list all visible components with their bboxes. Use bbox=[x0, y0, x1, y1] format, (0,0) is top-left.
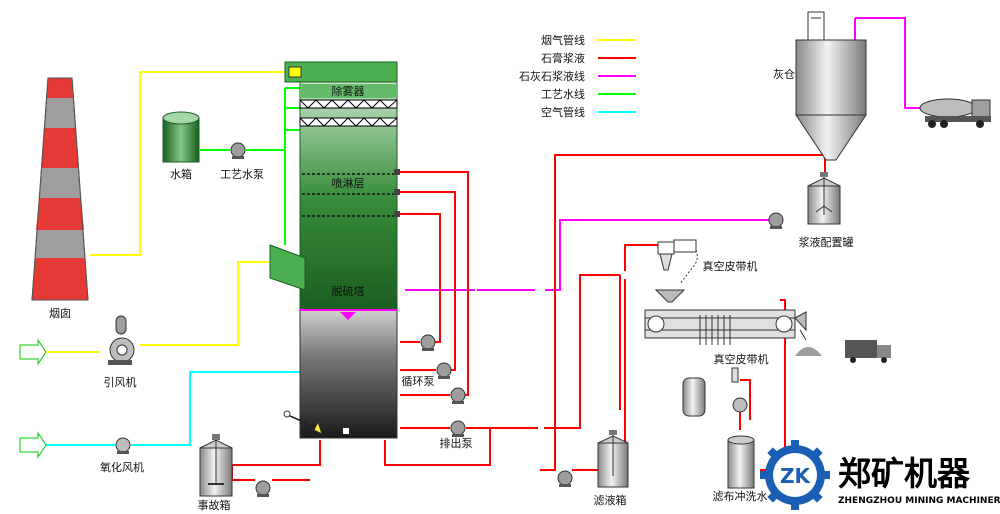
discharge-pump-label: 排出泵 bbox=[440, 436, 473, 450]
circulation-pumps: 循环泵 bbox=[402, 334, 466, 404]
slurry-prep-pump bbox=[768, 212, 784, 229]
brand-name-en: ZHENGZHOU MINING MACHINERY bbox=[838, 496, 1000, 506]
legend-item-flue: 烟气管线 bbox=[541, 33, 636, 47]
limestone-lines bbox=[405, 17, 930, 291]
gypsum-pile bbox=[795, 347, 822, 356]
circulation-pump-label: 循环泵 bbox=[402, 375, 435, 388]
brand-logo-icon: ZK bbox=[760, 440, 830, 510]
cloth-wash-tank: 滤布冲洗水 bbox=[713, 435, 768, 503]
tower-label: 脱硫塔 bbox=[332, 284, 365, 298]
legend: 烟气管线 石膏浆液 石灰石浆液线 工艺水线 空气管线 bbox=[519, 33, 636, 119]
process-water-pump: 工艺水泵 bbox=[220, 142, 264, 181]
brand-name-cn: 郑矿机器 bbox=[838, 454, 971, 493]
oxidation-fan-label: 氧化风机 bbox=[100, 460, 144, 474]
circulation-pump-3 bbox=[450, 387, 466, 404]
chimney-label: 烟囱 bbox=[49, 306, 71, 320]
legend-item-gypsum: 石膏浆液 bbox=[541, 51, 636, 65]
legend-item-water: 工艺水线 bbox=[541, 87, 636, 101]
vacuum-belt-filter: 真空皮带机 bbox=[644, 309, 807, 366]
legend-label-air: 空气管线 bbox=[541, 105, 585, 119]
vacuum-receiver bbox=[682, 367, 748, 417]
legend-label-water: 工艺水线 bbox=[541, 87, 585, 101]
desulfurization-tower: 除雾器 喷淋层 脱硫塔 bbox=[269, 61, 400, 439]
circulation-pump-2 bbox=[436, 362, 452, 379]
gypsum-truck bbox=[845, 340, 891, 363]
oxidation-fan: 氧化风机 bbox=[19, 431, 144, 474]
legend-label-gypsum: 石膏浆液 bbox=[541, 51, 585, 65]
legend-item-limestone: 石灰石浆液线 bbox=[519, 69, 636, 83]
lime-tanker-truck bbox=[919, 98, 991, 128]
cloth-wash-label: 滤布冲洗水 bbox=[713, 489, 768, 503]
demister-label: 除雾器 bbox=[332, 84, 365, 98]
feed-hopper bbox=[654, 289, 686, 303]
water-tank: 水箱 bbox=[162, 111, 200, 181]
hydrocyclone: 真空皮带机 bbox=[657, 239, 758, 285]
accident-tank-label: 事故箱 bbox=[198, 498, 231, 512]
vacuum-belt-top-label: 真空皮带机 bbox=[703, 259, 758, 273]
accident-tank-pump bbox=[255, 480, 271, 497]
induced-fan-label: 引风机 bbox=[104, 375, 137, 389]
filtrate-pump bbox=[557, 470, 573, 487]
spray-layers bbox=[302, 173, 396, 217]
circulation-pump-1 bbox=[420, 334, 436, 351]
legend-item-air: 空气管线 bbox=[541, 105, 636, 119]
spray-layer-label: 喷淋层 bbox=[332, 177, 365, 190]
sump-outlet bbox=[343, 428, 349, 434]
legend-label-flue: 烟气管线 bbox=[541, 33, 585, 47]
flue-outlet-damper bbox=[288, 66, 302, 78]
slurry-prep-tank-label: 浆液配置罐 bbox=[799, 235, 854, 249]
filtrate-tank-label: 滤液箱 bbox=[594, 493, 627, 507]
process-water-pump-label: 工艺水泵 bbox=[220, 168, 264, 181]
demister-grids bbox=[299, 99, 398, 127]
vacuum-belt-bottom-label: 真空皮带机 bbox=[714, 352, 769, 366]
filtrate-tank: 滤液箱 bbox=[594, 430, 629, 507]
induced-fan: 引风机 bbox=[19, 315, 137, 389]
ash-silo-label: 灰仓 bbox=[773, 67, 795, 81]
discharge-pump: 排出泵 bbox=[440, 420, 473, 450]
chimney: 烟囱 bbox=[31, 77, 89, 320]
accident-tank: 事故箱 bbox=[198, 434, 233, 512]
water-tank-label: 水箱 bbox=[170, 167, 192, 181]
process-water-lines bbox=[200, 87, 302, 245]
air-lines bbox=[20, 371, 300, 446]
sump-agitator bbox=[283, 410, 323, 435]
legend-label-limestone: 石灰石浆液线 bbox=[519, 69, 585, 83]
ash-silo: 灰仓 bbox=[773, 11, 867, 161]
slurry-prep-tank: 浆液配置罐 bbox=[799, 172, 854, 249]
brand: ZK 郑矿机器 ZHENGZHOU MINING MACHINERY bbox=[760, 440, 1000, 510]
brand-logo-text: ZK bbox=[780, 464, 812, 488]
